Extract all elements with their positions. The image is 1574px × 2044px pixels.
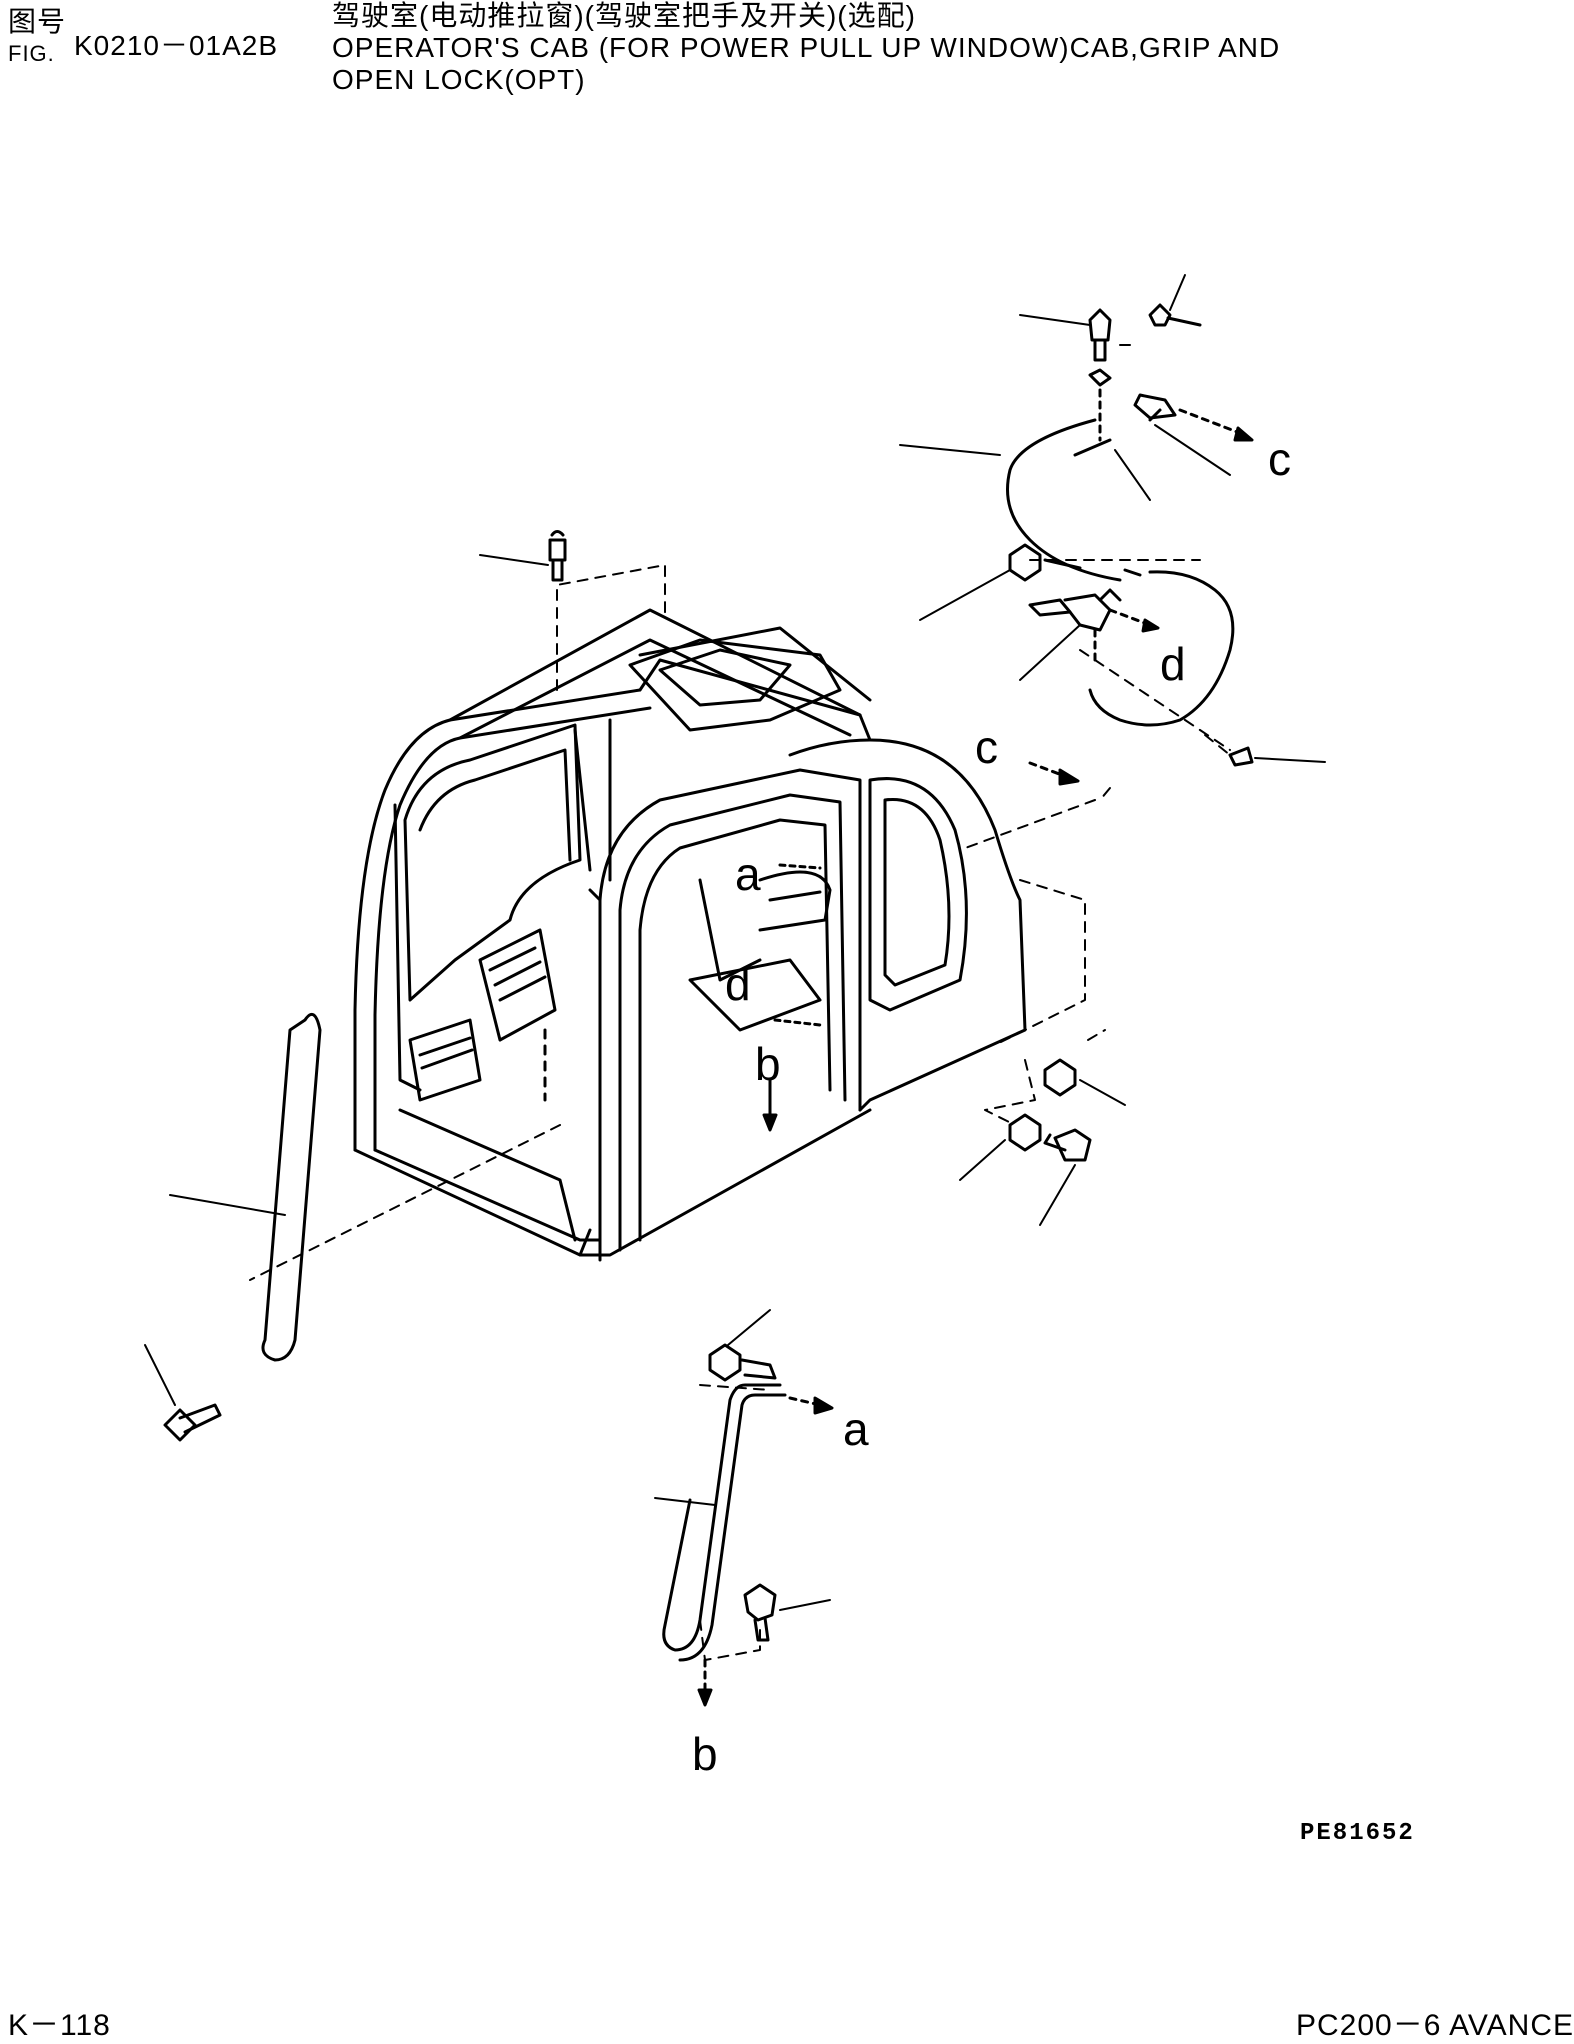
arrow-c-mid [1028,761,1080,786]
arrow-a-cab [778,863,822,870]
grip-left [169,1012,322,1362]
ref-letter-d-top: d [1160,638,1186,690]
arrow-d-cab [773,1018,822,1027]
grip-bottom [654,1383,834,1707]
arrow-b-cab [762,1078,778,1132]
ref-letter-a-bottom: a [843,1403,869,1455]
title-english-line2: OPEN LOCK(OPT) [332,64,586,95]
ref-letter-c-top: c [1268,433,1291,485]
ref-letter-a-cab: a [735,848,761,900]
page-number: K－118 [8,2009,111,2042]
door-lock-switch [919,543,1326,767]
ref-letter-d-cab: d [725,958,751,1010]
ref-letter-c-mid: c [975,721,998,773]
bolt-bottom-upper [708,1309,777,1382]
machine-model: PC200－6 AVANCE [1296,2009,1574,2042]
nut-right-upper [1043,1058,1126,1106]
title-english-line1: OPERATOR'S CAB (FOR POWER PULL UP WINDOW… [332,32,1281,63]
ref-letter-b-cab: b [755,1038,781,1090]
cab-frame [353,608,1027,1262]
ref-letter-b-bottom: b [692,1728,718,1780]
fig-label-en: FIG. [8,41,55,66]
switch-harness [899,274,1254,727]
figure-number: K0210－01A2B [74,30,279,61]
bolt-right-lower [959,1113,1092,1226]
drawing-reference-code: PE81652 [1300,1820,1415,1847]
fig-label-cn: 图号 [8,6,67,37]
bolt-top-cab [479,530,567,582]
bolt-bottom-lower [743,1583,831,1642]
bolt-grip-left [144,1344,222,1442]
title-chinese: 驾驶室(电动推拉窗)(驾驶室把手及开关)(选配) [332,0,916,31]
